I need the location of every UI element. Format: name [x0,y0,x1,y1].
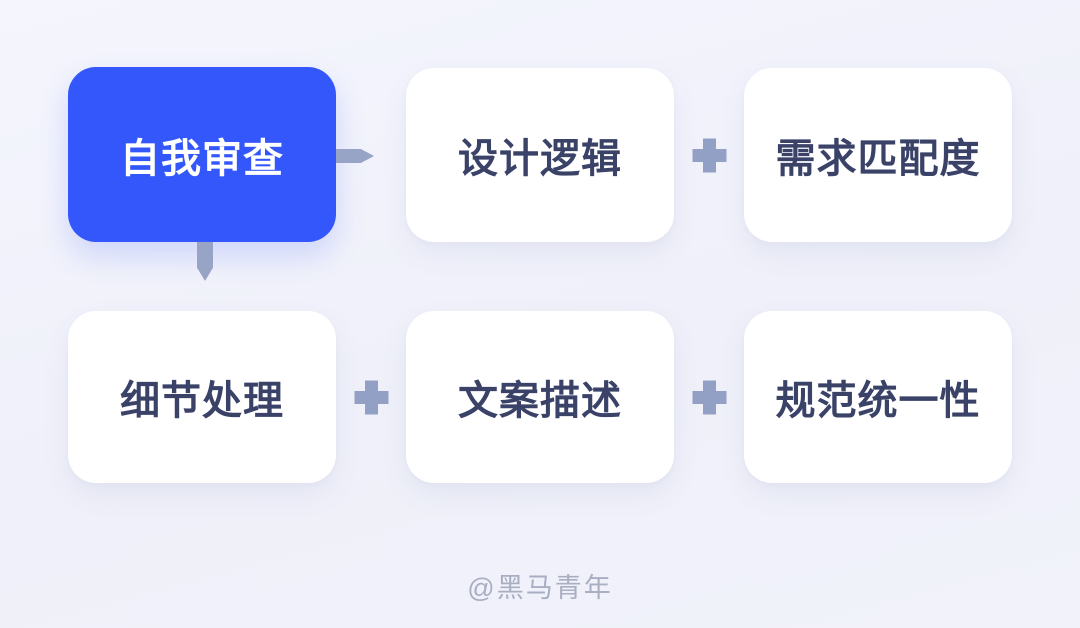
plus-icon [692,138,727,173]
card-copywriting-label: 文案描述 [458,379,622,423]
card-self-review: 自我审查 [68,67,336,242]
arrow-down-icon [197,242,213,281]
card-requirement-match: 需求匹配度 [744,68,1012,242]
card-detail-handling-label: 细节处理 [120,379,284,423]
card-self-review-label: 自我审查 [120,136,284,181]
card-copywriting: 文案描述 [406,311,674,483]
card-consistency: 规范统一性 [744,311,1012,483]
plus-icon [692,380,727,415]
credit-watermark: @黑马青年 [467,573,613,603]
arrow-right-icon [336,149,374,163]
card-requirement-match-label: 需求匹配度 [775,137,981,181]
card-consistency-label: 规范统一性 [775,379,981,423]
card-design-logic: 设计逻辑 [406,68,674,242]
card-detail-handling: 细节处理 [68,311,336,483]
plus-icon [354,380,389,415]
card-design-logic-label: 设计逻辑 [458,137,622,181]
